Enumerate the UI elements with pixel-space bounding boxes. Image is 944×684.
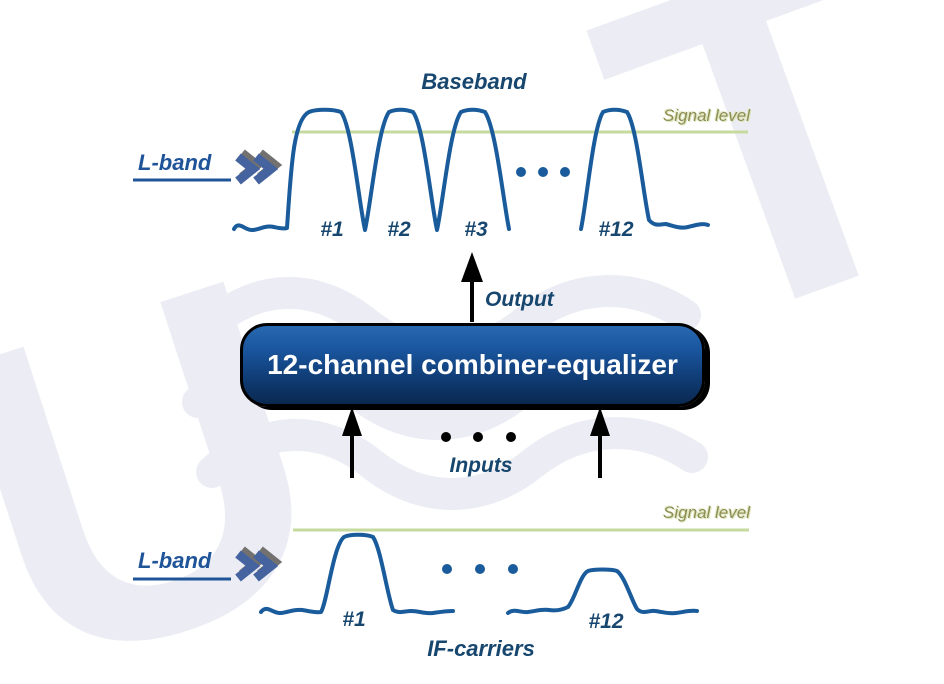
bottom-waveform-right-segment xyxy=(506,567,699,616)
if-carriers-caption: IF-carriers xyxy=(427,636,535,661)
bottom-channel-label-12: #12 xyxy=(588,610,624,633)
output-arrow xyxy=(461,252,483,322)
baseband-title: Baseband xyxy=(421,69,527,94)
top-channel-label-2: #2 xyxy=(387,218,411,241)
top-signal-level-label: Signal level xyxy=(663,106,750,125)
top-waveform-right-segment xyxy=(579,107,710,231)
combiner-equalizer-box: 12-channel combiner-equalizer xyxy=(240,323,705,407)
bottom-lband-label: L-band xyxy=(138,548,212,573)
input-arrow-left xyxy=(342,407,362,478)
top-channel-label-1: #1 xyxy=(320,218,344,241)
inputs-label: Inputs xyxy=(449,454,513,477)
bottom-waveform-left-segment xyxy=(259,532,455,616)
bottom-if-carrier-waveform xyxy=(259,532,699,616)
bottom-lband-chevrons-icon xyxy=(235,546,283,582)
top-waveform-left-segment xyxy=(232,107,511,233)
input-arrow-right xyxy=(590,407,610,478)
bottom-signal-level-label: Signal level xyxy=(663,503,750,522)
bottom-channel-label-1: #1 xyxy=(342,608,366,631)
combiner-equalizer-label: 12-channel combiner-equalizer xyxy=(267,349,678,380)
watermark-wave xyxy=(196,417,708,510)
top-lband-chevrons-icon xyxy=(235,149,283,185)
top-lband-label: L-band xyxy=(138,150,212,175)
bottom-ellipsis-dots xyxy=(442,564,518,574)
top-baseband-waveform xyxy=(232,107,710,233)
top-channel-label-12: #12 xyxy=(598,218,634,241)
input-ellipsis-dots xyxy=(441,432,516,442)
output-label: Output xyxy=(485,288,554,311)
top-channel-label-3: #3 xyxy=(464,218,488,241)
top-ellipsis-dots xyxy=(516,167,570,177)
